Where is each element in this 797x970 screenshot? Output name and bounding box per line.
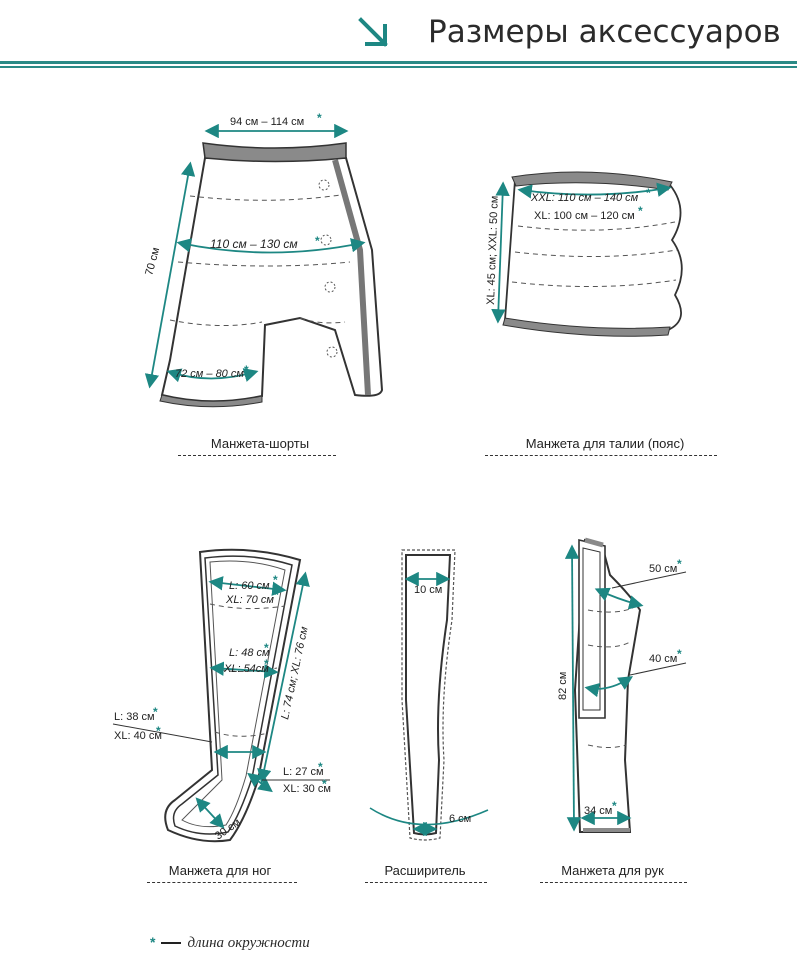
- svg-text:*: *: [317, 111, 322, 125]
- caption-waist-belt: Манжета для талии (пояс): [525, 436, 685, 451]
- footnote-dash: [161, 942, 182, 945]
- extender-drawing: 10 см 6 см: [369, 549, 489, 841]
- svg-text:*: *: [677, 557, 682, 571]
- caption-arm-cuff: Манжета для рук: [561, 863, 664, 878]
- extender-bottom-label: 6 см: [449, 813, 471, 825]
- arrow-down-right-icon: [355, 14, 395, 59]
- svg-text:*: *: [156, 724, 161, 738]
- caption-underline: [485, 455, 717, 456]
- caption-leg-cuff: Манжета для ног: [168, 863, 272, 878]
- shorts-length-label: 70 см: [143, 246, 162, 276]
- svg-text:*: *: [318, 760, 323, 774]
- leg-top-l-label: L: 60 см: [229, 580, 270, 592]
- shorts-waist-label: 94 см – 114 см: [230, 116, 304, 128]
- svg-text:*: *: [646, 186, 651, 200]
- svg-text:*: *: [612, 799, 617, 813]
- svg-text:*: *: [677, 647, 682, 661]
- arm-wrist-label: 34 см: [584, 805, 612, 817]
- svg-text:*: *: [264, 657, 269, 671]
- page-title: Размеры аксессуаров: [428, 14, 781, 50]
- arm-cuff-drawing: 50 см * 40 см * 34 см * 82 см: [557, 537, 687, 833]
- svg-text:*: *: [638, 204, 643, 218]
- svg-text:*: *: [274, 588, 279, 602]
- footnote-star: *: [150, 934, 156, 950]
- leg-cuff-drawing: L: 60 см * XL: 70 см * L: 48 см * XL: 54…: [112, 548, 331, 842]
- header-rule-bottom: [0, 66, 797, 68]
- caption-underline: [147, 882, 297, 883]
- leg-ankle-l-label: L: 27 см: [283, 766, 324, 778]
- svg-text:*: *: [322, 777, 327, 791]
- leg-knee-l-label: L: 38 см: [114, 711, 155, 723]
- shorts-hips-label: 110 см – 130 см: [210, 237, 298, 251]
- svg-text:*: *: [244, 363, 249, 377]
- caption-extender: Расширитель: [384, 863, 466, 878]
- shorts-leg-label: 72 см – 80 см: [175, 368, 244, 380]
- svg-text:*: *: [315, 234, 320, 248]
- leg-mid-xl-label: XL: 54см: [223, 663, 269, 675]
- footnote-text: длина окружности: [187, 935, 310, 951]
- caption-underline: [178, 455, 336, 456]
- caption-underline: [540, 882, 687, 883]
- leg-knee-xl-label: XL: 40 см: [114, 730, 162, 742]
- belt-xl-label: XL: 100 см – 120 см: [534, 210, 635, 222]
- footnote: * длина окружности: [150, 934, 310, 952]
- leg-ankle-xl-label: XL: 30 см: [283, 783, 331, 795]
- svg-text:*: *: [264, 641, 269, 655]
- belt-height-label: XL: 45 см; XXL: 50 см: [485, 195, 501, 305]
- belt-xxl-label: XXL: 110 см – 140 см: [530, 192, 639, 204]
- waist-belt-drawing: XXL: 110 см – 140 см * XL: 100 см – 120 …: [485, 171, 683, 337]
- leg-top-xl-label: XL: 70 см: [225, 594, 274, 606]
- shorts-drawing: 94 см – 114 см * 110 см – 130 см * 72 см…: [143, 111, 384, 408]
- arm-length-label: 82 см: [557, 672, 569, 700]
- leg-mid-l-label: L: 48 см: [229, 647, 270, 659]
- svg-text:*: *: [273, 573, 278, 587]
- arm-top-label: 50 см: [649, 563, 677, 575]
- extender-top-label: 10 см: [414, 584, 442, 596]
- header-rule-top: [0, 61, 797, 64]
- arm-mid-label: 40 см: [649, 653, 677, 665]
- caption-underline: [365, 882, 487, 883]
- svg-text:*: *: [153, 705, 158, 719]
- caption-shorts: Манжета-шорты: [210, 436, 310, 451]
